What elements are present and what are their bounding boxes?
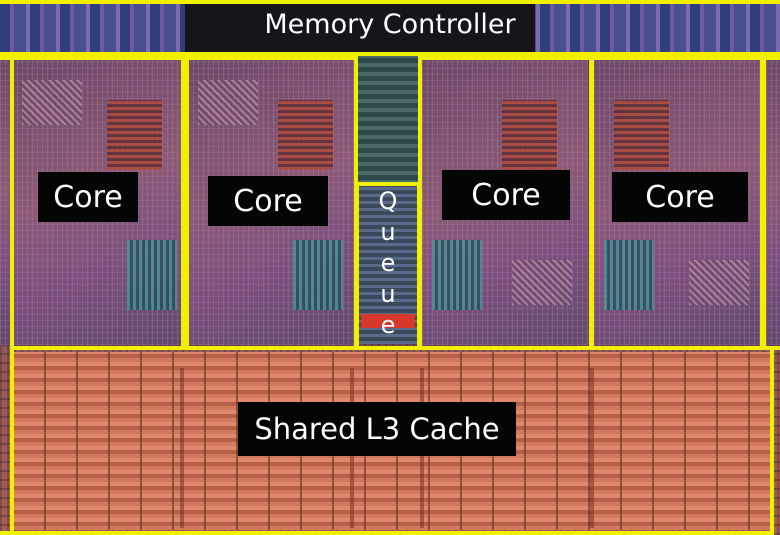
core-3-label: Core bbox=[442, 170, 570, 220]
memory-controller-label-backdrop bbox=[185, 0, 535, 52]
queue-label-letter: e bbox=[380, 248, 396, 277]
cache-bank-divider bbox=[180, 368, 184, 528]
core-2-register-block bbox=[293, 240, 343, 310]
core-1-logic-block bbox=[107, 100, 162, 170]
queue-region bbox=[359, 186, 417, 344]
queue-label-letter: e bbox=[380, 310, 396, 339]
core-2-logic-block bbox=[278, 100, 333, 170]
core-2-label: Core bbox=[208, 176, 328, 226]
memory-controller-outline bbox=[0, 0, 780, 56]
core-4-register-block bbox=[604, 240, 654, 310]
core-3-misc-block bbox=[512, 260, 572, 305]
core-4-logic-block bbox=[614, 100, 669, 170]
queue-label: Q u e u e bbox=[362, 186, 414, 339]
queue-buffer-stripe bbox=[361, 314, 415, 328]
core-4-misc-block bbox=[689, 260, 749, 305]
right-edge-outline bbox=[762, 56, 780, 350]
right-edge-core-region bbox=[766, 60, 780, 345]
core-3-register-block bbox=[432, 240, 482, 310]
queue-label-letter: u bbox=[380, 279, 396, 308]
left-edge-outline bbox=[0, 56, 14, 535]
queue-label-letter: Q bbox=[378, 186, 398, 215]
uncore-interconnect-region bbox=[356, 52, 418, 184]
l3-cache-label: Shared L3 Cache bbox=[238, 402, 516, 456]
left-edge-core-region bbox=[0, 60, 10, 345]
core-2-misc-block bbox=[198, 80, 258, 125]
core-3-logic-block bbox=[502, 100, 557, 170]
core-1-register-block bbox=[127, 240, 177, 310]
queue-label-letter: u bbox=[380, 217, 396, 246]
core-4-label: Core bbox=[612, 172, 748, 222]
memory-controller-label: Memory Controller bbox=[264, 8, 516, 40]
cache-bank-divider bbox=[590, 368, 594, 528]
core-1-misc-block bbox=[22, 80, 82, 125]
core-1-label: Core bbox=[38, 172, 138, 222]
